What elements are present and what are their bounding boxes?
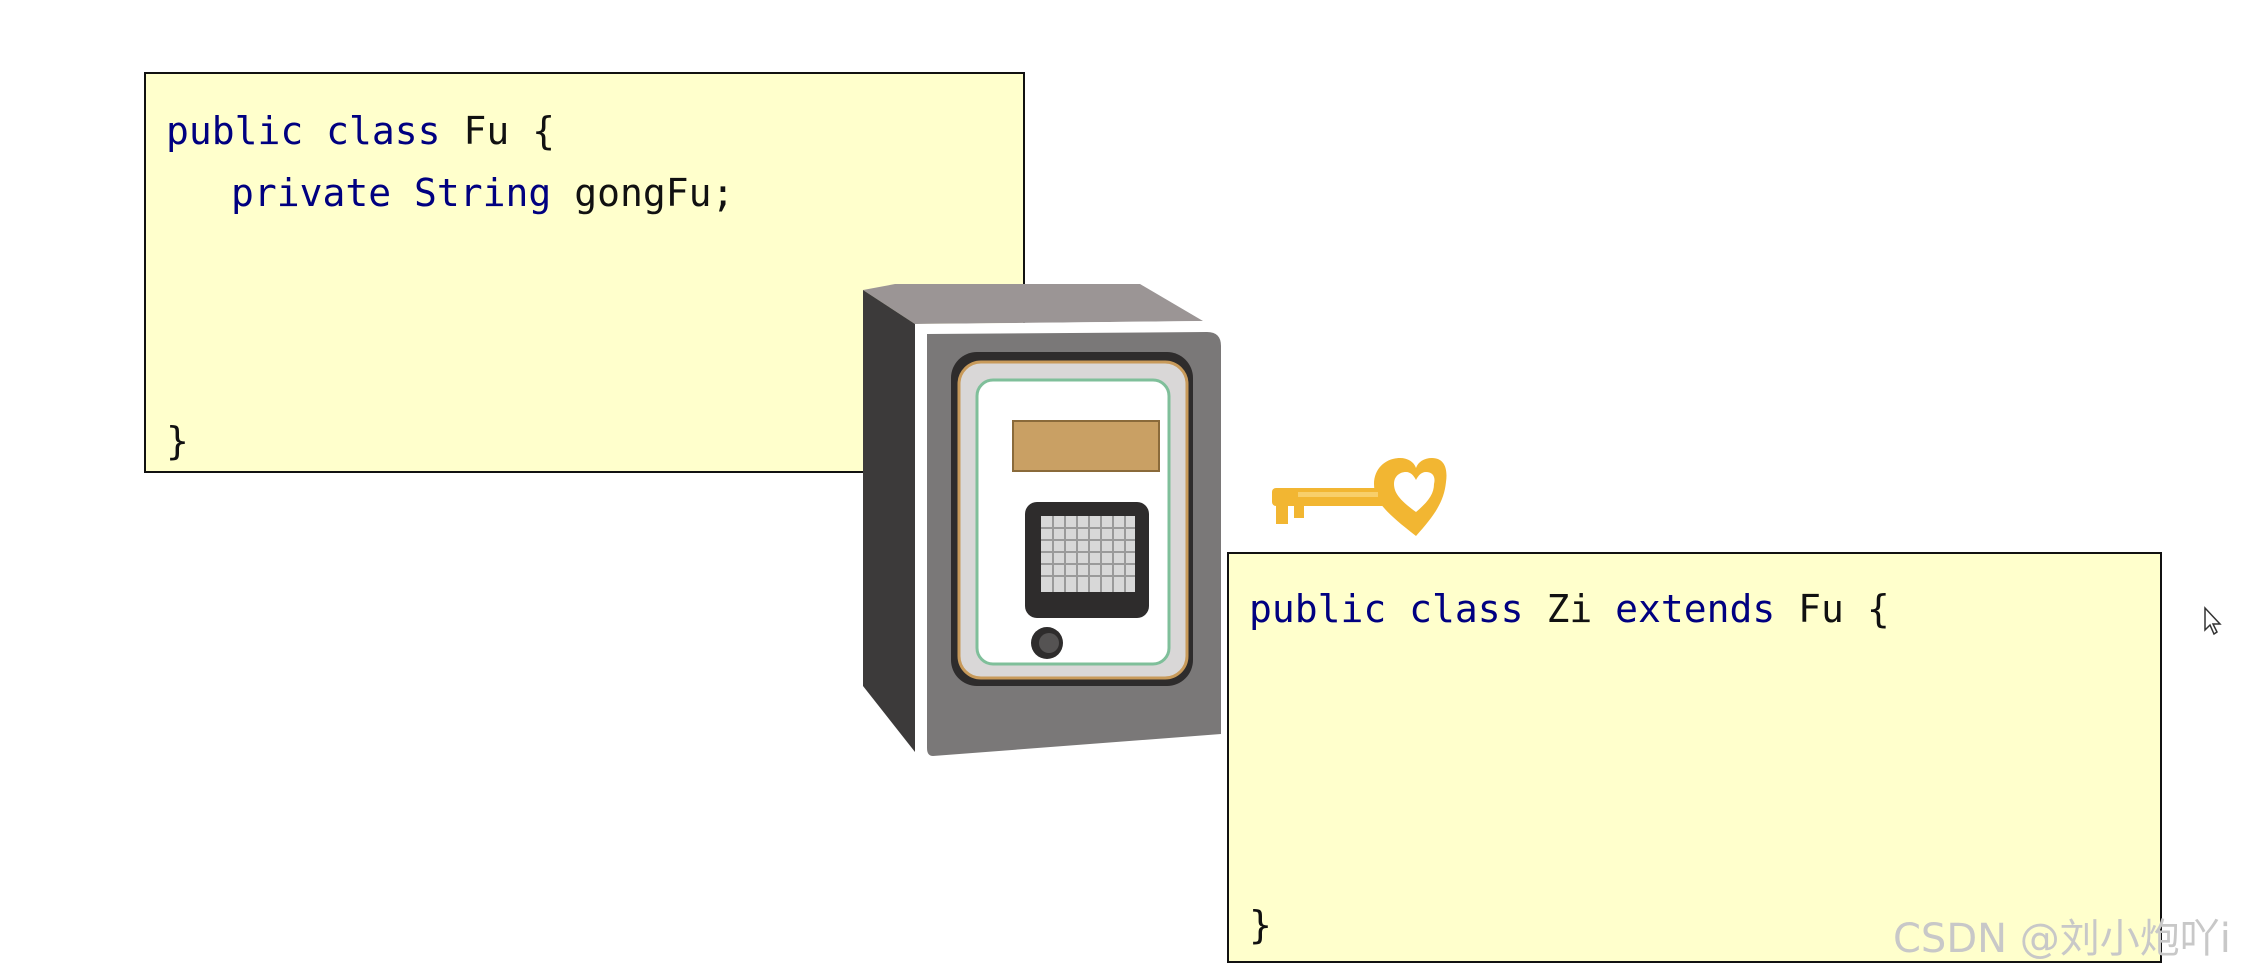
safe-top: [863, 284, 1203, 324]
keyword-class: class: [1409, 587, 1524, 631]
child-class-code-box: public class Zi extends Fu { }: [1227, 552, 2162, 963]
field-declaration-line: private String gongFu;: [231, 174, 734, 212]
safe-display: [1012, 420, 1160, 472]
watermark: CSDN @刘小炮吖i: [1893, 916, 2231, 962]
class-declaration-line: public class Zi extends Fu {: [1249, 590, 1890, 628]
keyword-private: private: [231, 171, 392, 215]
opening-brace: {: [532, 109, 555, 153]
parent-class-code-box: public class Fu { private String gongFu;…: [144, 72, 1025, 473]
keyword-public: public: [166, 109, 304, 153]
closing-brace: }: [1249, 903, 1272, 947]
parent-class-name: Fu: [1798, 587, 1844, 631]
closing-brace: }: [166, 419, 189, 463]
safe-knob-center: [1039, 633, 1059, 653]
key-icon: [1272, 458, 1447, 536]
keyword-class: class: [326, 109, 441, 153]
field-name: gongFu;: [574, 171, 735, 215]
keyword-extends: extends: [1615, 587, 1776, 631]
class-name: Zi: [1546, 587, 1593, 631]
class-declaration-line: public class Fu {: [166, 112, 555, 150]
mouse-cursor-icon: [2204, 606, 2222, 636]
key-bow-hole: [1394, 472, 1435, 512]
class-name: Fu: [463, 109, 510, 153]
type-string: String: [414, 171, 552, 215]
safe-icon: [863, 284, 1231, 770]
safe-keypad-grid: [1041, 516, 1135, 592]
keyword-public: public: [1249, 587, 1387, 631]
safe-left-side: [863, 290, 915, 752]
opening-brace: {: [1866, 587, 1890, 631]
